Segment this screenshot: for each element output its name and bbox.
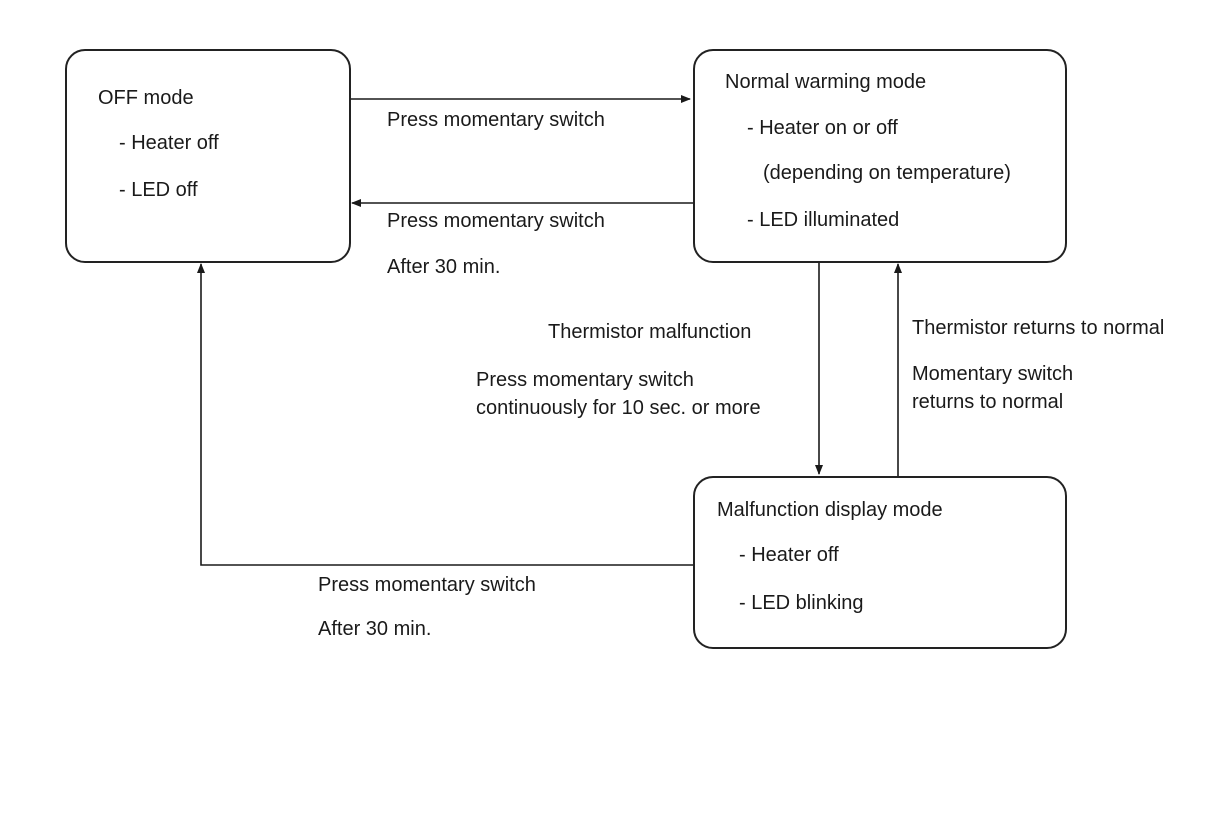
label-normal-to-malfunction-switch-2: continuously for 10 sec. or more [476, 397, 761, 419]
label-malfunction-to-off-switch: Press momentary switch [318, 574, 536, 596]
off-mode-title: OFF mode [98, 87, 194, 109]
label-malfunction-to-normal-switch-2: returns to normal [912, 391, 1064, 413]
label-malfunction-to-off-timer: After 30 min. [318, 618, 432, 640]
malfunction-mode-line-led: - LED blinking [739, 592, 864, 614]
label-normal-to-malfunction-thermistor: Thermistor malfunction [548, 321, 752, 343]
label-off-to-normal: Press momentary switch [387, 109, 605, 131]
normal-mode-title: Normal warming mode [725, 71, 927, 93]
normal-mode-line-heater: - Heater on or off [747, 117, 898, 139]
arrow-malfunction-to-off [197, 263, 693, 566]
label-malfunction-to-normal-switch-1: Momentary switch [912, 363, 1074, 385]
normal-mode-line-condition: (depending on temperature) [763, 162, 1011, 184]
off-mode-line-led: - LED off [119, 179, 198, 201]
malfunction-mode-box [693, 476, 1067, 649]
label-normal-to-off-switch: Press momentary switch [387, 210, 605, 232]
normal-mode-box [693, 49, 1067, 263]
label-normal-to-off-timer: After 30 min. [387, 256, 501, 278]
off-mode-line-heater: - Heater off [119, 132, 219, 154]
off-mode-box [65, 49, 351, 263]
label-normal-to-malfunction-switch-1: Press momentary switch [476, 369, 694, 391]
normal-mode-line-led: - LED illuminated [747, 209, 900, 231]
label-malfunction-to-normal-thermistor: Thermistor returns to normal [912, 317, 1165, 339]
malfunction-mode-title: Malfunction display mode [717, 499, 943, 521]
malfunction-mode-line-heater: - Heater off [739, 544, 839, 566]
